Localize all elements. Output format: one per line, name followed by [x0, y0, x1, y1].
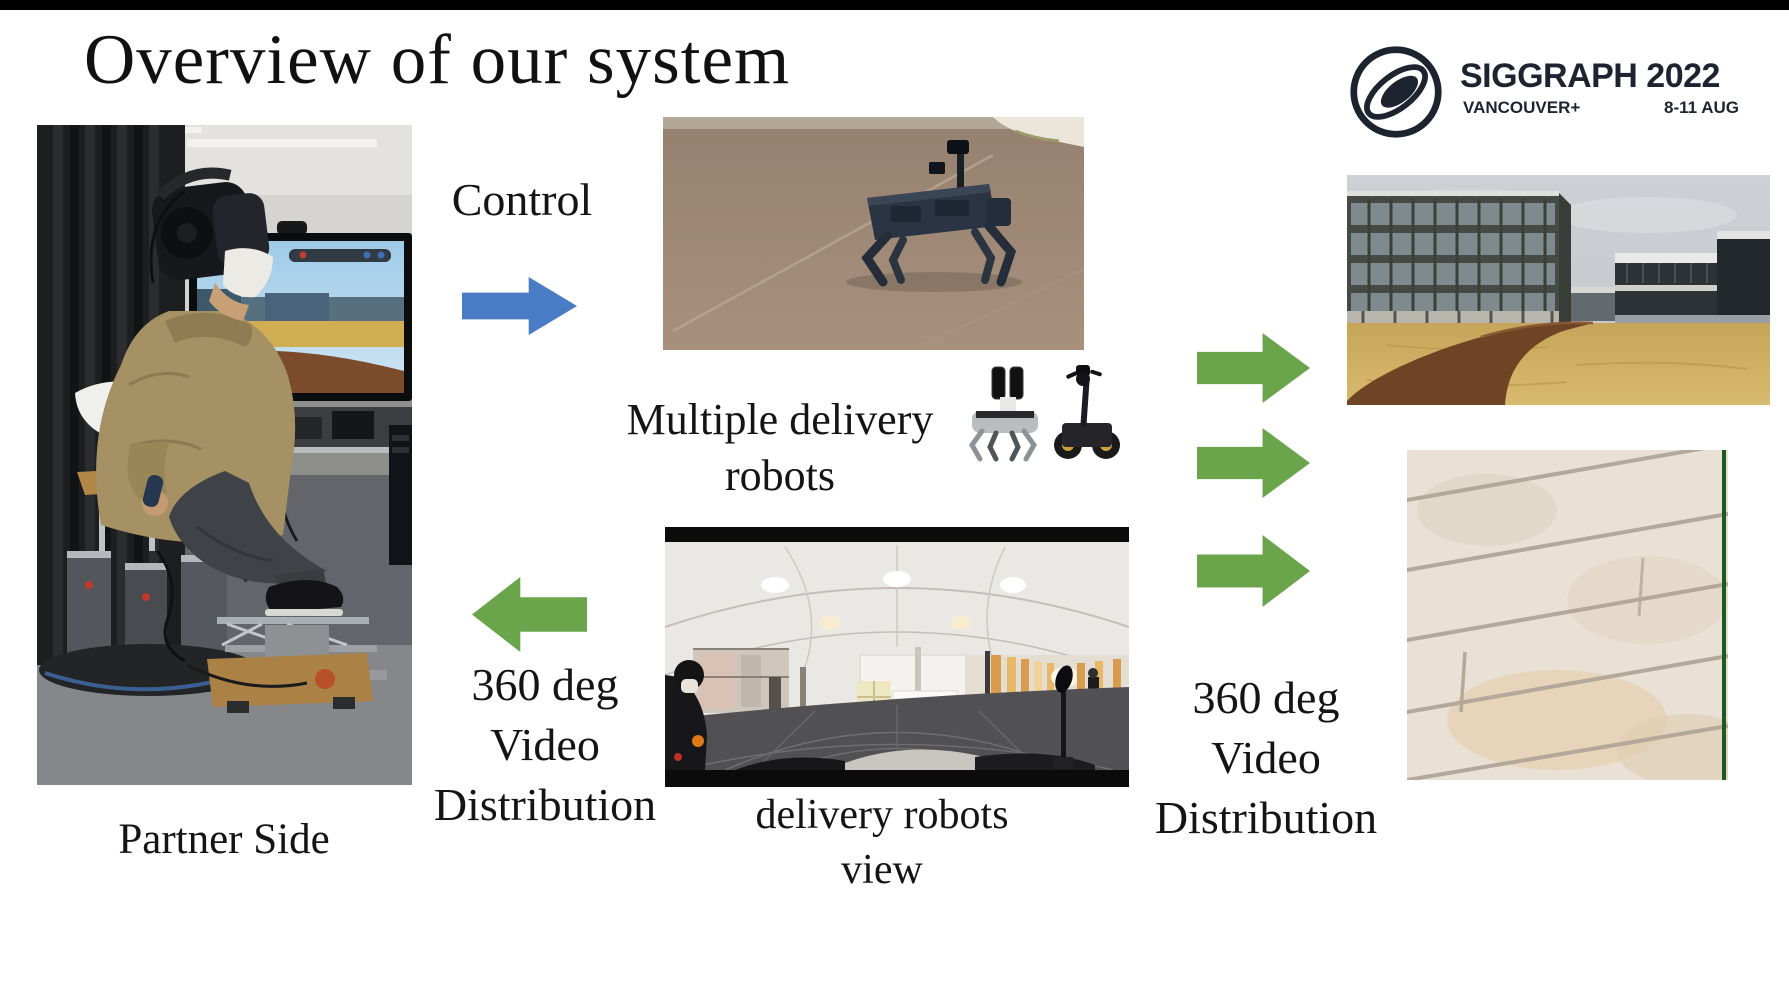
delivery-robots-view-caption: delivery robots view	[682, 788, 1082, 898]
dist-left-line3: Distribution	[433, 779, 657, 830]
multiple-delivery-line2: robots	[725, 451, 835, 500]
robot-360-view-photo	[665, 527, 1129, 787]
conference-location: VANCOUVER+	[1463, 98, 1581, 117]
page-title: Overview of our system	[84, 21, 791, 99]
conference-name: SIGGRAPH 2022	[1460, 57, 1720, 95]
distribution-right-arrow-icon-1	[1197, 333, 1310, 403]
delivery-robots-photo	[962, 363, 1122, 463]
partner-side-caption: Partner Side	[118, 816, 330, 863]
dist-left-line2: Video	[490, 719, 600, 770]
distribution-left-label: 360 deg Video Distribution	[395, 655, 695, 835]
distribution-right-arrow-icon-3	[1197, 535, 1310, 607]
multiple-delivery-line1: Multiple delivery	[626, 395, 934, 444]
quadruped-robot-photo	[663, 117, 1084, 350]
campus-view-photo	[1347, 175, 1770, 405]
control-label: Control	[451, 174, 593, 225]
control-arrow-icon	[462, 277, 577, 335]
dist-right-line3: Distribution	[1154, 792, 1378, 843]
conference-dates: 8-11 AUG	[1664, 98, 1739, 117]
distribution-right-arrow-icon-2	[1197, 428, 1310, 498]
dist-right-line2: Video	[1211, 732, 1321, 783]
distribution-right-label: 360 deg Video Distribution	[1116, 668, 1416, 848]
conference-details: VANCOUVER+ 8-11 AUG	[1463, 98, 1739, 118]
dist-left-line1: 360 deg	[471, 659, 619, 710]
letterbox-bar	[0, 0, 1789, 10]
multiple-delivery-robots-label: Multiple delivery robots	[590, 392, 970, 504]
view-caption-line2: view	[841, 847, 923, 893]
view-caption-line1: delivery robots	[755, 792, 1009, 838]
partner-side-photo	[37, 125, 412, 785]
distribution-left-arrow-icon	[472, 577, 587, 652]
dist-right-line1: 360 deg	[1192, 672, 1340, 723]
floor-view-photo	[1407, 450, 1728, 780]
siggraph-logo-icon	[1348, 44, 1444, 140]
